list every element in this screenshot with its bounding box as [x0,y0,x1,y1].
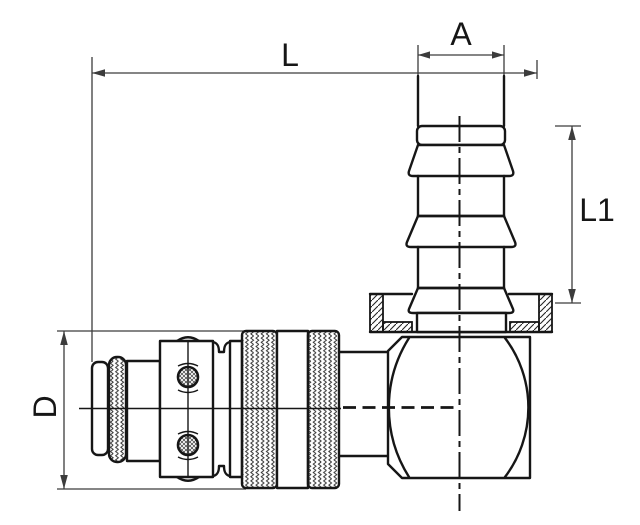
arrowhead-left-icon [418,51,430,59]
locking-ball [176,365,200,389]
elbow-body [386,335,532,480]
knurled-ring-1 [240,329,279,490]
dimension-lines: L A L1 D [27,16,615,490]
flange-wall-right [538,293,553,333]
arrowhead-down-icon [568,289,576,303]
knurled-ring-2 [306,329,341,490]
dimension-label-D: D [27,395,63,418]
ball-pocket-arc [177,389,199,394]
knurled-ring-small [107,355,128,464]
dimension-A: A [417,16,505,76]
spacer-ring [275,329,310,490]
arrowhead-right-icon [524,69,537,77]
arrowhead-down-icon [60,475,68,489]
barb-neck-2 [416,245,506,290]
flange-wall-left [369,293,384,333]
groove-bottom [211,464,232,478]
dimension-D: D [27,330,246,490]
ring-section [125,359,162,463]
ball-pocket-arc [177,430,199,435]
dimension-label-A: A [450,16,472,52]
arrowhead-left-icon [92,69,105,77]
barb-taper-1 [407,143,515,178]
dimension-label-L1: L1 [579,192,615,228]
arrowhead-up-icon [568,126,576,140]
locking-ball [176,433,200,457]
ball-pocket-arc [177,456,199,461]
fitting-outline [90,74,554,490]
ball-arc-right [503,336,530,479]
barb-skirt [415,311,508,334]
barb-neck-1 [416,174,506,218]
hose-barb [405,74,517,334]
barb-taper-2 [405,214,517,249]
barb-taper-3 [407,286,515,315]
flange-strip-left [382,321,413,333]
flange-strip-right [509,321,540,333]
quick-release-coupling [90,329,341,490]
barb-collar [415,124,507,147]
arrowhead-right-icon [492,51,504,59]
arrowhead-up-icon [60,331,68,345]
groove-top [211,340,232,354]
retaining-flange [368,292,554,334]
dimension-L1: L1 [555,125,615,304]
dimension-label-L: L [281,37,299,73]
body-outline [386,335,532,480]
dimension-L: L [91,37,538,362]
barb-tube [416,74,506,128]
centerlines [79,116,461,511]
neck-section [337,350,390,458]
ball-pocket-arc [177,362,199,367]
